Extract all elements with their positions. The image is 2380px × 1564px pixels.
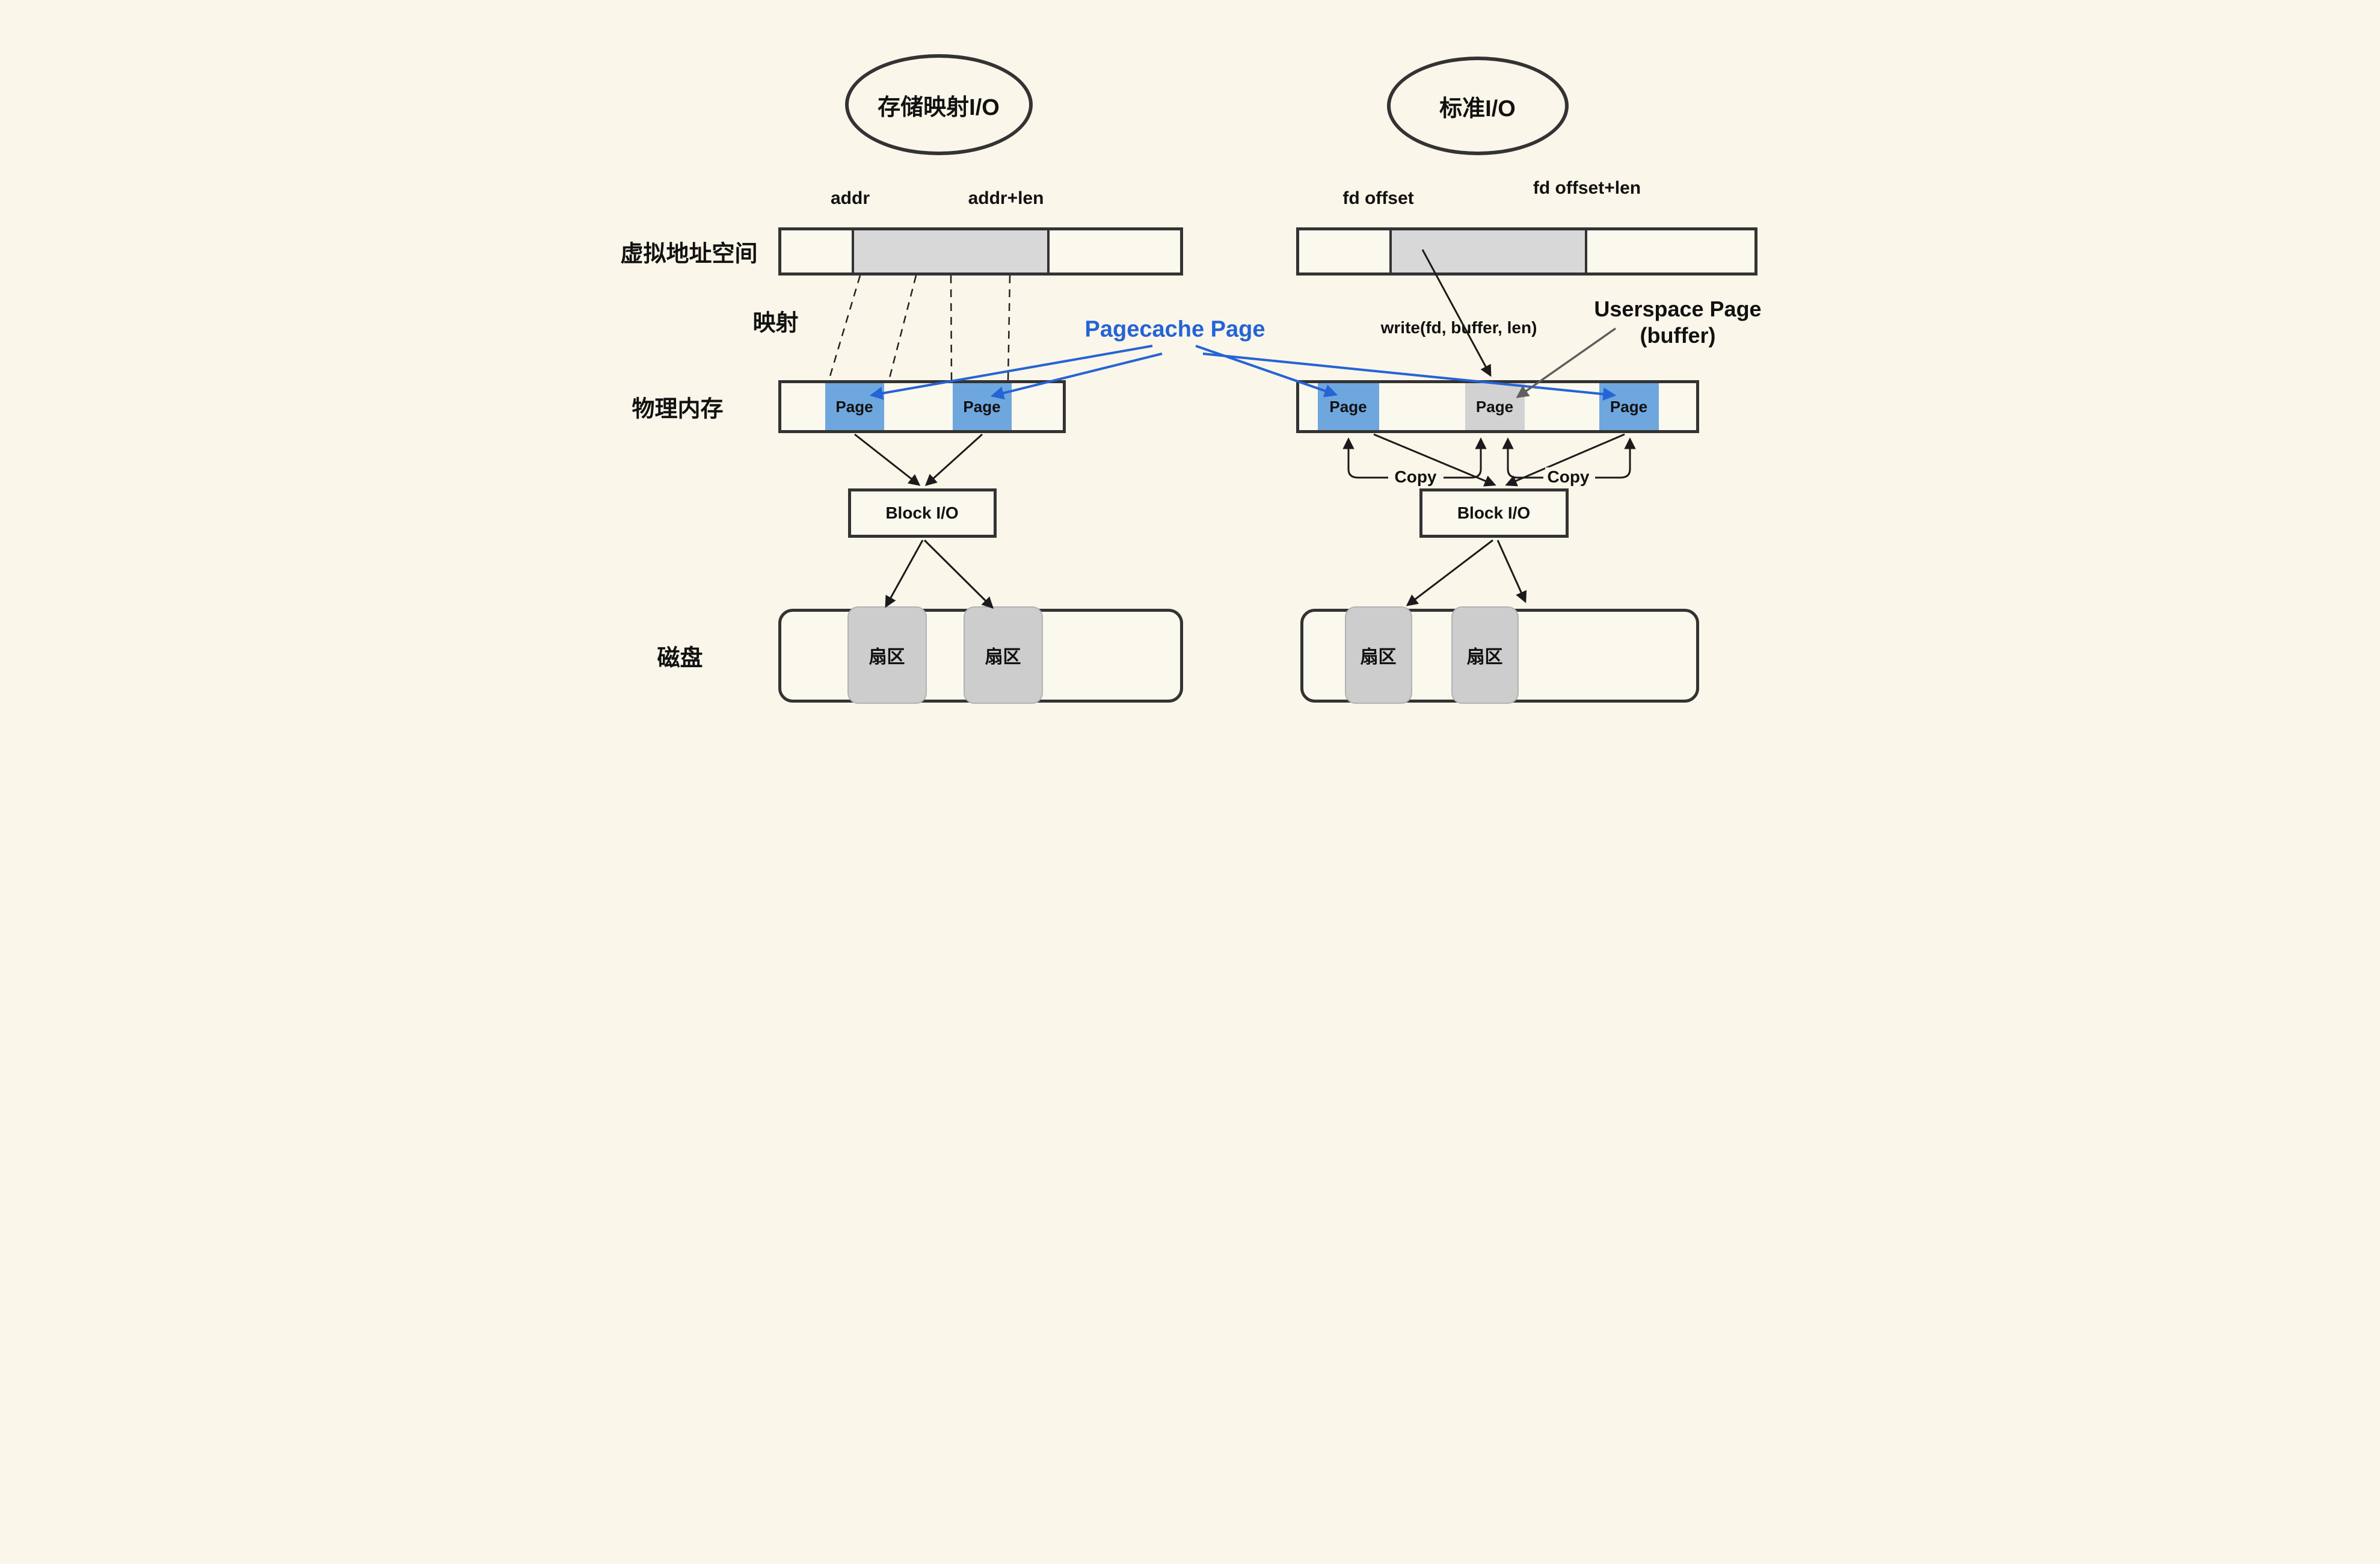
write-call-label: write(fd, buffer, len) [1380, 318, 1537, 337]
right-sector-1: 扇区 [1344, 606, 1412, 704]
left-title: 存储映射I/O [878, 94, 1000, 120]
left-virtual-address-bar [778, 227, 1183, 276]
pagecache-page-annotation: Pagecache Page [1084, 316, 1265, 342]
left-title-ellipse: 存储映射I/O [844, 54, 1033, 155]
sector-label: 扇区 [985, 647, 1021, 667]
left-pagecache-page-2: Page [952, 383, 1012, 430]
addr-label: addr [830, 188, 870, 208]
right-pagecache-page-2: Page [1599, 383, 1659, 430]
block-io-label: Block I/O [1457, 503, 1531, 522]
left-physical-memory-label: 物理内存 [632, 396, 724, 422]
left-sector-2: 扇区 [963, 606, 1043, 704]
block-io-label: Block I/O [885, 503, 959, 522]
right-block-io-box: Block I/O [1419, 488, 1569, 538]
right-buffer-region [1389, 230, 1587, 272]
copy-label-left: Copy [1392, 467, 1439, 487]
left-pagecache-page-1: Page [825, 383, 884, 430]
page-label: Page [1475, 397, 1514, 416]
mapping-dashed-lines [828, 275, 1010, 381]
page-label: Page [1329, 397, 1367, 416]
diagram-canvas: 存储映射I/O addr addr+len 虚拟地址空间 映射 Page Pag… [595, 0, 1785, 782]
left-sector-1: 扇区 [847, 606, 927, 704]
right-virtual-address-bar [1296, 227, 1757, 276]
sector-label: 扇区 [869, 647, 905, 667]
addr-len-label: addr+len [968, 188, 1044, 208]
sector-label: 扇区 [1360, 647, 1397, 667]
userspace-page-annotation: Userspace Page (buffer) [1594, 296, 1761, 349]
left-physical-memory-bar: Page Page [778, 380, 1066, 433]
fd-offset-label: fd offset [1342, 188, 1414, 208]
page-label: Page [963, 397, 1001, 416]
left-virtual-address-space-label: 虚拟地址空间 [620, 241, 758, 267]
right-title-ellipse: 标准I/O [1386, 57, 1569, 155]
left-mapped-region [851, 230, 1050, 272]
right-pagecache-page-1: Page [1317, 383, 1379, 430]
userspace-page-line2: (buffer) [1640, 323, 1716, 348]
right-physical-memory-bar: Page Page Page [1296, 380, 1699, 433]
copy-label-right: Copy [1545, 467, 1592, 487]
right-title: 标准I/O [1439, 96, 1516, 122]
right-sector-2: 扇区 [1451, 606, 1519, 704]
fd-offset-len-label: fd offset+len [1533, 178, 1641, 198]
page-label: Page [835, 397, 873, 416]
userspace-page-line1: Userspace Page [1594, 297, 1762, 321]
left-block-io-box: Block I/O [847, 488, 997, 538]
sector-label: 扇区 [1466, 647, 1503, 667]
right-userspace-page: Page [1465, 383, 1525, 430]
mapping-label: 映射 [752, 310, 799, 336]
page-label: Page [1610, 397, 1648, 416]
disk-label: 磁盘 [657, 645, 703, 671]
